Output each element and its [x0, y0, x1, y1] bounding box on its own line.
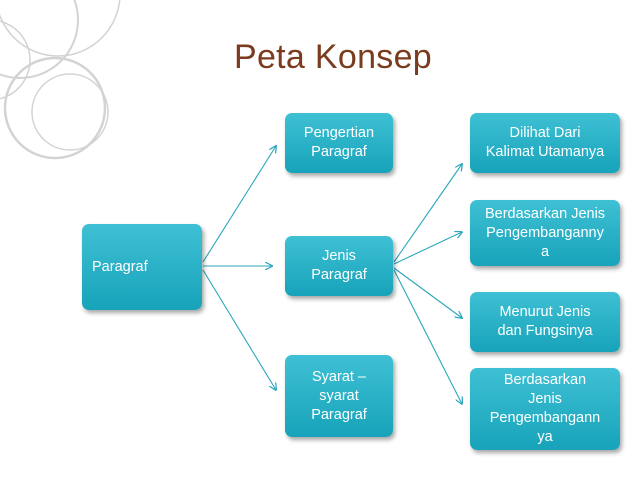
node-dilihat-dari-kalimat-utamanya: Dilihat Dari Kalimat Utamanya — [470, 113, 620, 173]
arrow-paragraf-to-syarat — [203, 270, 276, 390]
node-jenis-paragraf: Jenis Paragraf — [285, 236, 393, 296]
arrow-paragraf-to-pengertian — [203, 146, 276, 262]
node-pengertian-paragraf: Pengertian Paragraf — [285, 113, 393, 173]
node-paragraf: Paragraf — [82, 224, 202, 310]
arrow-jenis-to-menurut — [394, 268, 462, 318]
arrow-jenis-to-dilihat — [394, 164, 462, 262]
node-berdasarkan-jenis-pengembangannya-2: Berdasarkan Jenis Pengembangann ya — [470, 368, 620, 450]
arrow-jenis-to-berdasarkan-2 — [394, 270, 462, 404]
node-menurut-jenis-dan-fungsinya: Menurut Jenis dan Fungsinya — [470, 292, 620, 352]
node-berdasarkan-jenis-pengembangannya: Berdasarkan Jenis Pengembanganny a — [470, 200, 620, 266]
node-syarat-paragraf: Syarat – syarat Paragraf — [285, 355, 393, 437]
